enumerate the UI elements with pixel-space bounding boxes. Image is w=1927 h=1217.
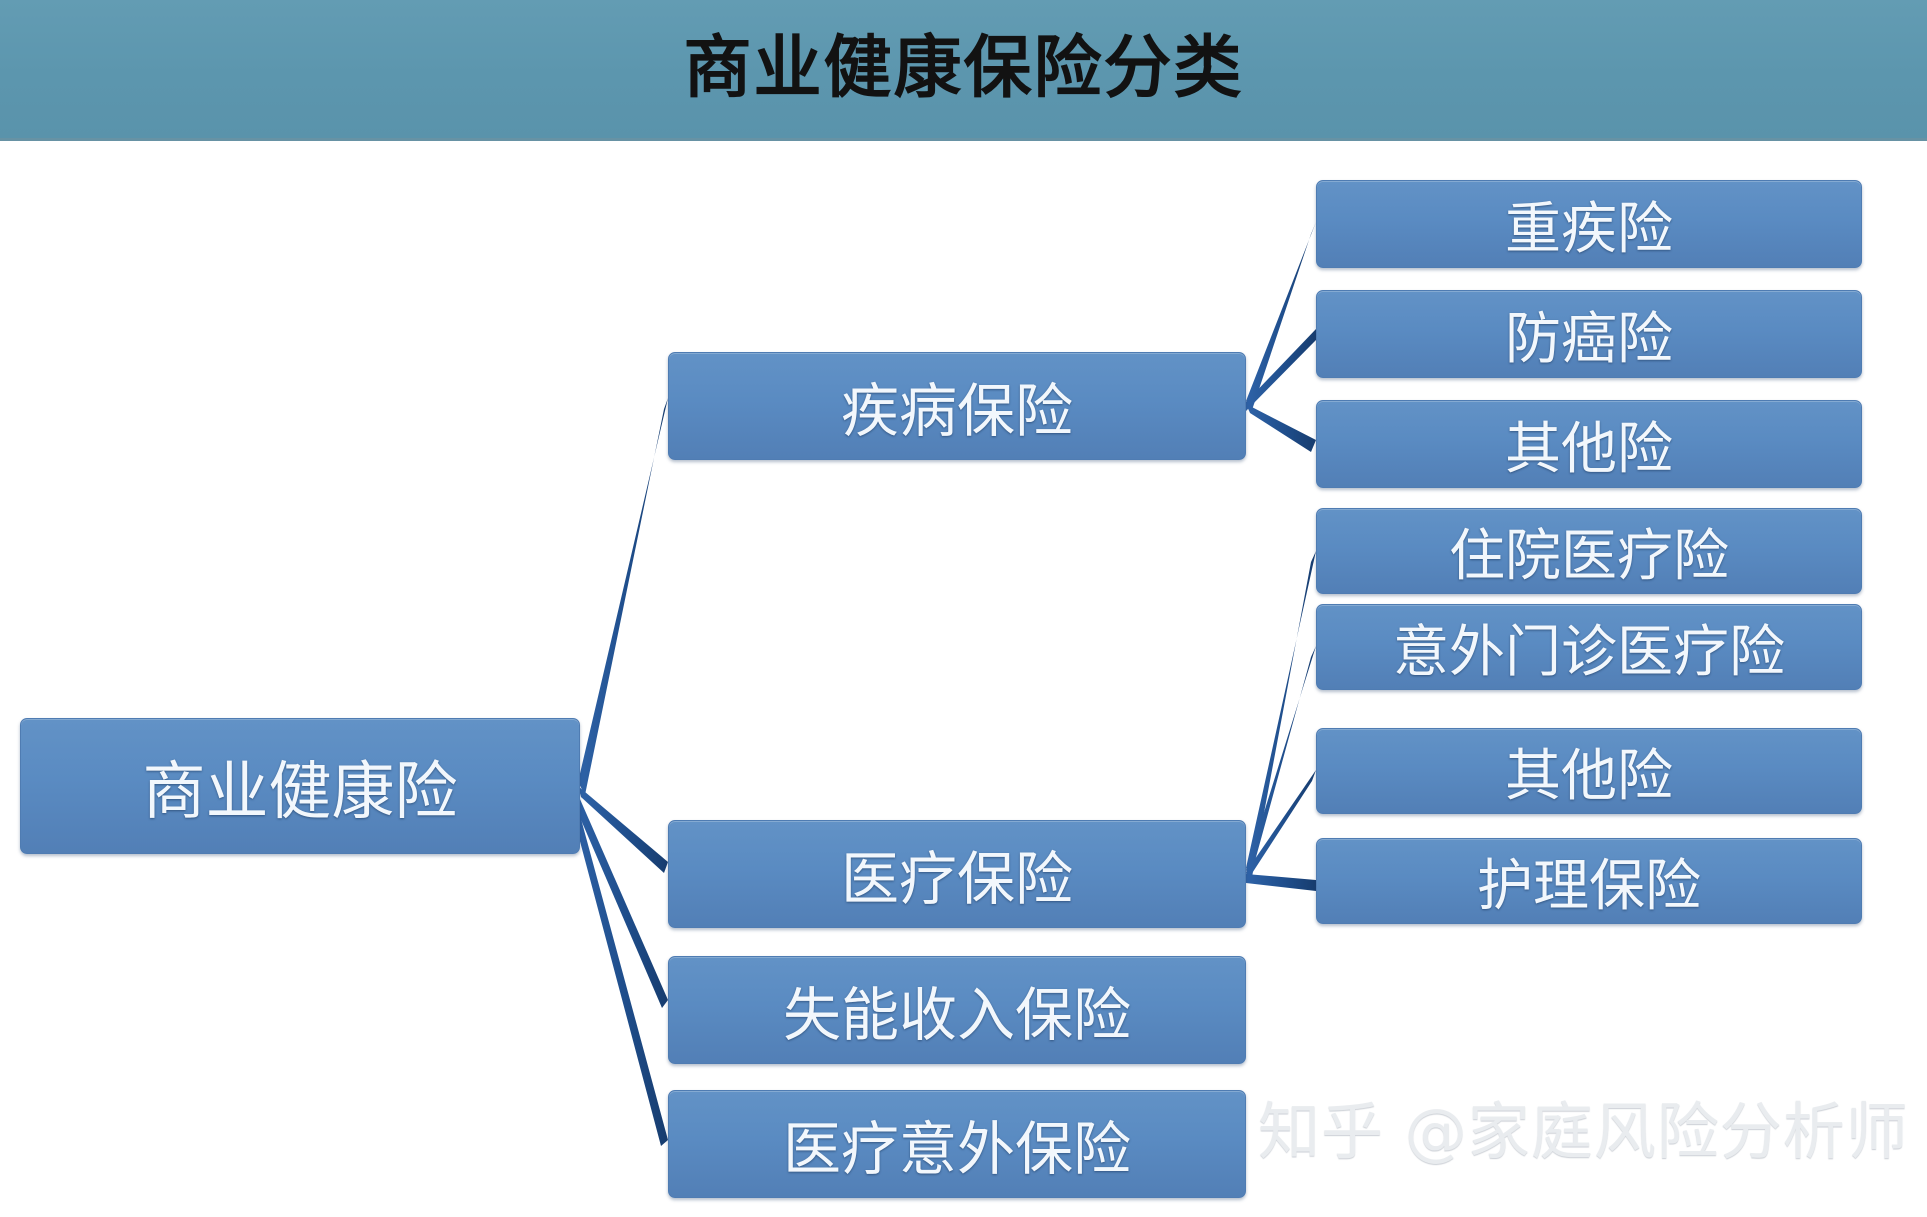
connector-root-to-medical: [578, 786, 668, 873]
connector-root-to-disability: [572, 790, 668, 1008]
header-underline: [0, 138, 1927, 141]
node-other-disease-insurance[interactable]: 其他险: [1316, 400, 1862, 488]
connector-root-group: [569, 398, 668, 1146]
node-cancer-insurance-label: 防癌险: [1505, 306, 1673, 372]
node-root-label: 商业健康险: [142, 754, 458, 828]
node-accident-outpatient-insurance-label: 意外门诊医疗险: [1393, 619, 1785, 685]
node-disability-income-insurance-label: 失能收入保险: [782, 981, 1131, 1049]
node-disability-income-insurance[interactable]: 失能收入保险: [668, 956, 1246, 1064]
node-hospitalization-insurance-label: 住院医疗险: [1449, 523, 1729, 589]
connector-root-to-accident: [569, 793, 668, 1146]
node-disease-insurance[interactable]: 疾病保险: [668, 352, 1246, 460]
node-medical-insurance-label: 医疗保险: [840, 845, 1073, 913]
connector-medical-to-b2: [1246, 646, 1316, 879]
node-disease-insurance-label: 疾病保险: [840, 377, 1073, 445]
connector-disease-group: [1246, 222, 1316, 452]
connector-medical-group: [1246, 551, 1316, 891]
node-medical-insurance[interactable]: 医疗保险: [668, 820, 1246, 928]
connector-medical-to-b1: [1246, 551, 1316, 877]
connector-disease-to-a3: [1246, 404, 1316, 452]
connector-root-to-disease: [578, 398, 668, 795]
node-accident-outpatient-insurance[interactable]: 意外门诊医疗险: [1316, 604, 1862, 690]
watermark: 知乎 @家庭风险分析师: [1258, 1095, 1909, 1168]
node-critical-illness-insurance-label: 重疾险: [1505, 196, 1673, 262]
header-band: [0, 0, 1927, 138]
node-nursing-care-insurance-label: 护理保险: [1477, 853, 1701, 919]
node-medical-accident-insurance-label: 医疗意外保险: [782, 1115, 1131, 1183]
connector-disease-to-a1: [1246, 222, 1316, 410]
node-critical-illness-insurance[interactable]: 重疾险: [1316, 180, 1862, 268]
node-hospitalization-insurance[interactable]: 住院医疗险: [1316, 508, 1862, 594]
node-nursing-care-insurance[interactable]: 护理保险: [1316, 838, 1862, 924]
node-cancer-insurance[interactable]: 防癌险: [1316, 290, 1862, 378]
connector-medical-to-b3: [1246, 770, 1316, 881]
page-title: 商业健康保险分类: [683, 28, 1244, 108]
connector-medical-to-b4: [1246, 874, 1316, 891]
node-root[interactable]: 商业健康险: [20, 718, 580, 854]
node-other-disease-insurance-label: 其他险: [1505, 416, 1673, 482]
node-medical-accident-insurance[interactable]: 医疗意外保险: [668, 1090, 1246, 1198]
node-other-medical-insurance[interactable]: 其他险: [1316, 728, 1862, 814]
connector-disease-to-a2: [1246, 329, 1316, 411]
node-other-medical-insurance-label: 其他险: [1505, 743, 1673, 809]
